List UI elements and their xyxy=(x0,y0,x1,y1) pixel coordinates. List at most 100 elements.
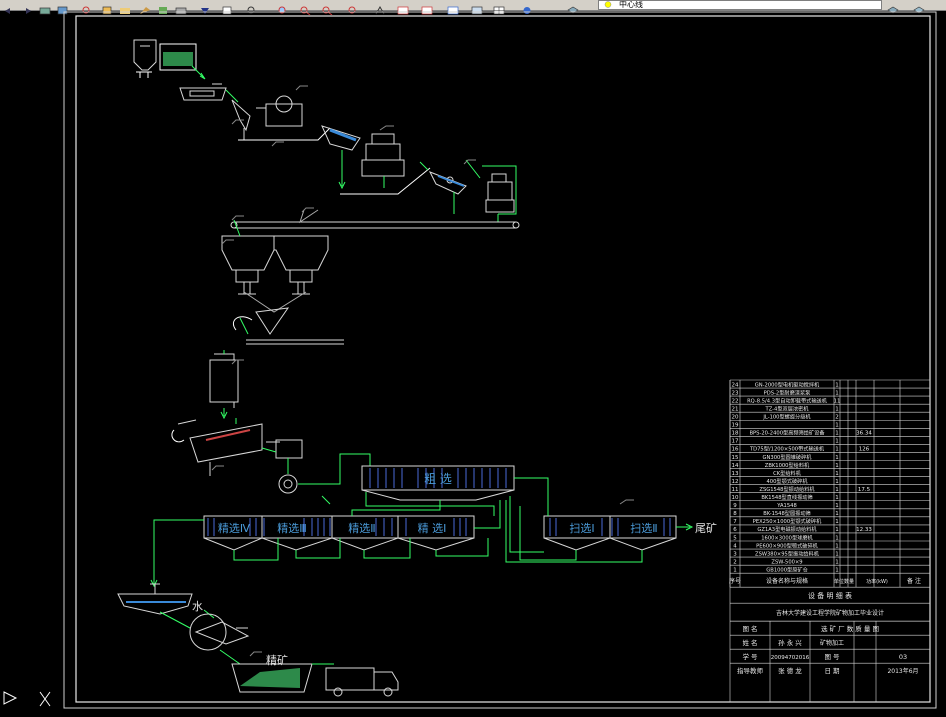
row-qty: 1 xyxy=(835,511,839,517)
row-qty: 1 xyxy=(835,382,839,388)
row-qty: 1 xyxy=(835,390,839,396)
fine-ore-bins xyxy=(221,235,329,295)
drawing-label: 图 名 xyxy=(742,624,757,633)
scavenger-bank[interactable]: 扫选Ⅰ 扫选Ⅱ xyxy=(543,515,677,551)
disc-filter xyxy=(189,613,250,651)
row-no: 18 xyxy=(732,431,739,437)
layers-icon[interactable] xyxy=(38,0,52,15)
block-icon[interactable] xyxy=(220,0,234,15)
callout-leaders xyxy=(211,85,634,657)
layer-previous-icon[interactable] xyxy=(886,0,900,14)
row-name: JL-100型螺旋分级机 xyxy=(762,413,811,421)
properties-icon[interactable] xyxy=(56,0,70,15)
ucs-icon xyxy=(3,691,51,707)
rougher-bank[interactable]: 粗 选 xyxy=(361,465,515,501)
row-qty: 1 xyxy=(835,439,839,445)
row-name: BPS-20-2400型高频筛给矿设备 xyxy=(749,429,825,437)
light-bulb-icon xyxy=(603,1,613,9)
row-qty: 1 xyxy=(835,431,839,437)
row-no: 9 xyxy=(733,503,737,509)
print-icon[interactable] xyxy=(174,0,188,15)
row-no: 13 xyxy=(732,471,739,477)
row-name: ZSW-500×9 xyxy=(771,559,802,565)
row-qty: 1 xyxy=(835,527,839,533)
row-name: 400型颚式破碎机 xyxy=(766,477,808,485)
header-power: 功率(kW) xyxy=(866,578,888,585)
tool-palette-icon[interactable] xyxy=(470,0,484,15)
row-name: TD75型/1200×500带式输送机 xyxy=(749,445,825,453)
row-name: BK-1548型圆振动筛 xyxy=(763,509,810,517)
table-style-icon[interactable] xyxy=(420,0,434,15)
rougher-label: 粗 选 xyxy=(424,472,452,486)
row-no: 24 xyxy=(732,382,739,388)
concentrate-label: 精矿 xyxy=(266,654,288,667)
layer-manager-icon[interactable] xyxy=(566,0,580,14)
zoom-window-icon[interactable] xyxy=(80,0,94,14)
vibrating-feeder xyxy=(231,95,303,140)
redraw-icon[interactable] xyxy=(244,0,258,14)
project-title: 吉林大学建设工程学院矿物加工毕业设计 xyxy=(776,609,884,617)
header-no: 序号 xyxy=(729,577,741,585)
row-qty: 1 xyxy=(835,406,839,412)
row-name: GN300型圆锥破碎机 xyxy=(763,453,813,461)
dim-style-icon[interactable] xyxy=(396,0,410,15)
flow-lines xyxy=(150,477,643,588)
help-icon[interactable] xyxy=(520,0,534,14)
id-value: 20094702016 xyxy=(771,655,810,661)
header-note: 备 注 xyxy=(907,577,921,585)
advisor-value: 张 德 龙 xyxy=(778,666,802,675)
row-name: GN-2000型电机驱动搅拌机 xyxy=(755,380,820,388)
row-qty: 1 xyxy=(835,455,839,461)
section-title: 设 备 明 细 表 xyxy=(808,591,852,600)
grid-table-icon[interactable] xyxy=(492,0,506,15)
row-no: 5 xyxy=(733,535,737,541)
row-name: YA1548 xyxy=(776,503,797,509)
raw-ore-bin xyxy=(133,39,197,78)
pan-icon[interactable] xyxy=(100,0,114,15)
layer-dropdown[interactable]: 中心线 xyxy=(598,0,882,10)
row-no: 15 xyxy=(732,455,739,461)
multileader-icon[interactable] xyxy=(446,0,460,15)
row-name: 1600×3000型球磨机 xyxy=(761,533,813,541)
row-size: 126 xyxy=(859,447,870,453)
row-name: TZ-4型双层浓密机 xyxy=(765,404,810,412)
drawing-canvas[interactable]: 粗 选 精选Ⅳ 精选Ⅲ 精选Ⅱ 精 选Ⅰ 扫选Ⅰ 扫选Ⅱ 尾矿 xyxy=(0,10,946,717)
zoom-previous-icon[interactable] xyxy=(346,0,360,14)
cleaner-1-label: 精 选Ⅰ xyxy=(418,522,447,535)
drawing-name: 选 矿 厂 数 质 量 图 xyxy=(821,624,879,633)
zoom-in-icon[interactable] xyxy=(298,0,312,16)
match-properties-icon[interactable] xyxy=(138,0,152,14)
major-value: 矿物加工 xyxy=(820,639,844,647)
row-no: 23 xyxy=(732,390,739,396)
sheet-label: 图 号 xyxy=(824,653,840,661)
layer-state-icon[interactable] xyxy=(912,0,926,14)
row-name: ZBK1000型给料机 xyxy=(765,461,810,469)
screen-1 xyxy=(321,125,361,151)
row-name: PEX250×1000型颚式破碎机 xyxy=(753,517,822,525)
sheet-value: 03 xyxy=(899,653,907,661)
cone-crusher xyxy=(361,133,405,177)
zoom-realtime-icon[interactable] xyxy=(276,0,290,14)
text-style-icon[interactable] xyxy=(374,0,388,15)
row-name: ZSG1548型振动给料机 xyxy=(759,485,815,493)
row-qty: 1 xyxy=(835,471,839,477)
row-qty: 1 xyxy=(835,551,839,557)
undo-icon[interactable] xyxy=(2,0,16,14)
row-name: GB1000型原矿仓 xyxy=(766,565,808,573)
row-no: 3 xyxy=(733,551,737,557)
row-no: 2 xyxy=(733,559,737,565)
row-no: 21 xyxy=(732,406,739,412)
open-icon[interactable] xyxy=(118,0,132,14)
down-arrow-icon[interactable] xyxy=(198,0,212,14)
header-unit: 单位数量 xyxy=(834,578,854,585)
row-qty: 1 xyxy=(835,487,839,493)
cleaner-bank[interactable]: 精选Ⅳ 精选Ⅲ 精选Ⅱ 精 选Ⅰ xyxy=(203,515,475,551)
row-qty: 11 xyxy=(834,398,841,404)
row-qty: 1 xyxy=(835,543,839,549)
redo-icon[interactable] xyxy=(20,0,34,14)
row-no: 14 xyxy=(732,463,739,469)
zoom-out-icon[interactable] xyxy=(320,0,334,16)
row-name: BK1548型直线振动筛 xyxy=(761,493,812,501)
brush-icon[interactable] xyxy=(156,0,170,14)
